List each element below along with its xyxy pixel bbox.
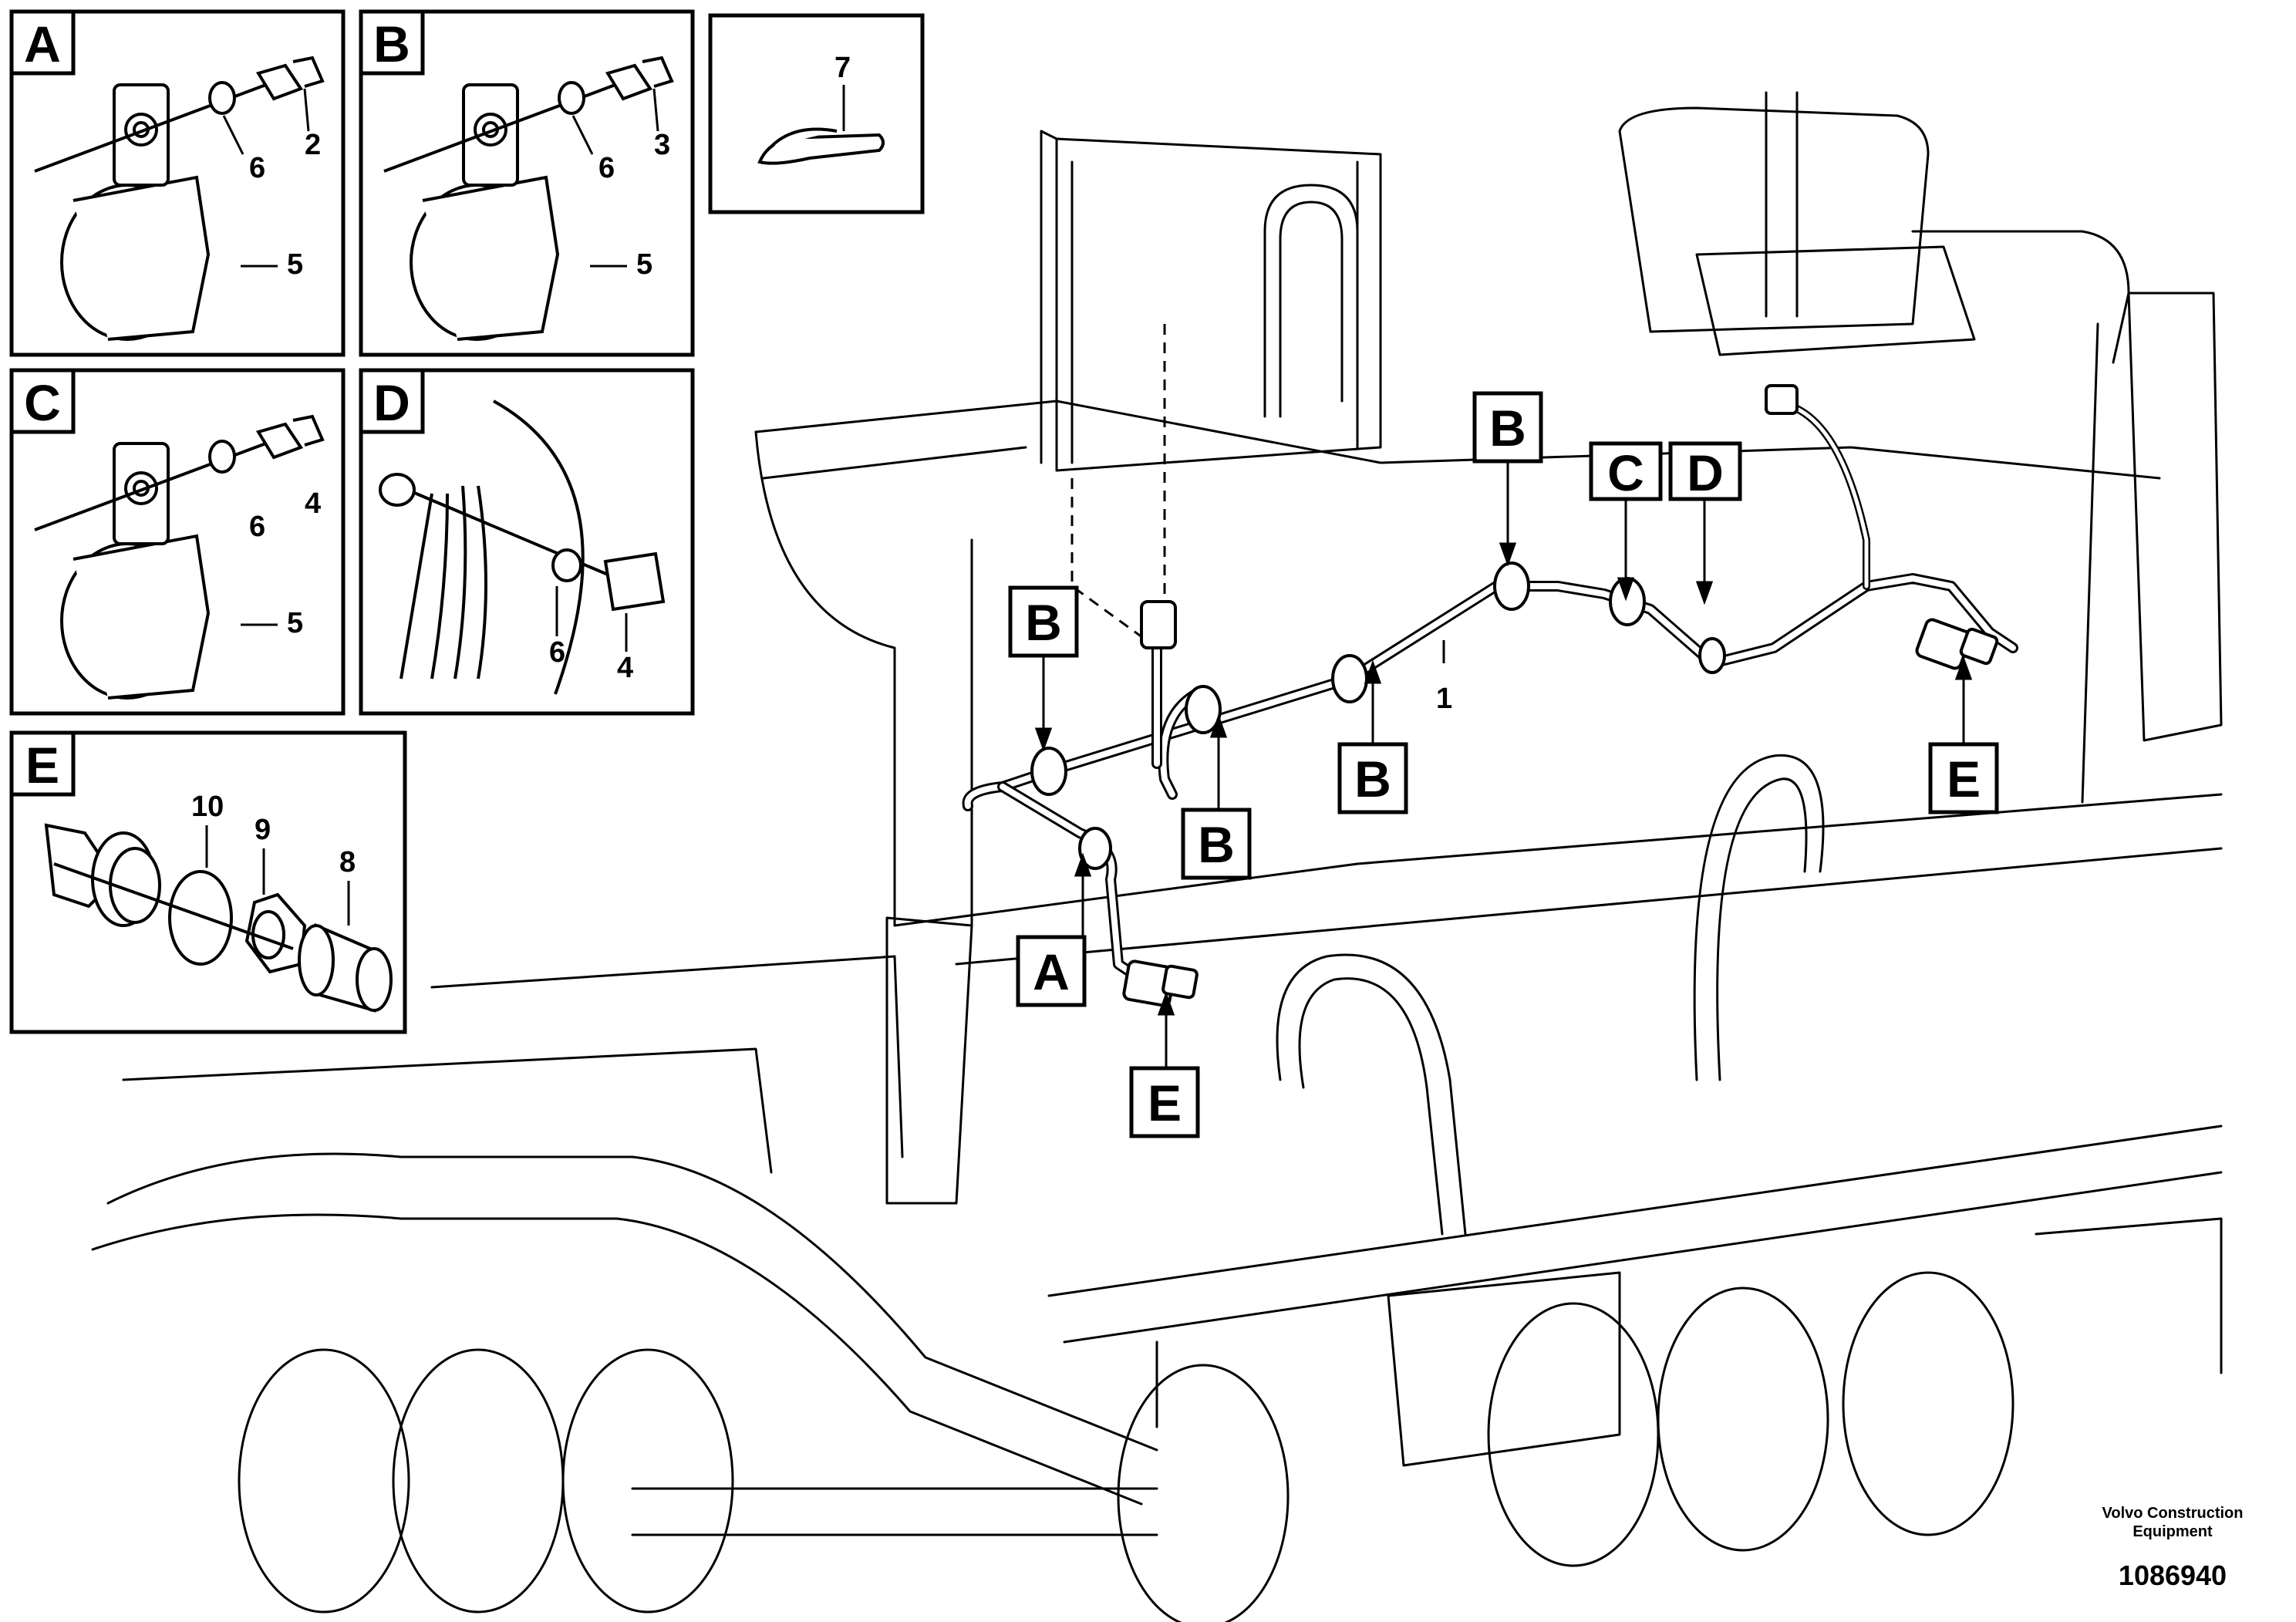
panel-e-number-8: 8 bbox=[339, 846, 356, 878]
callout-box-c bbox=[1589, 441, 1663, 501]
panel-b-number-6: 6 bbox=[598, 152, 615, 184]
panel-letter-c: C bbox=[24, 374, 61, 431]
hose-clamp-c-drawing bbox=[34, 414, 325, 700]
callout-arrows bbox=[1034, 461, 1973, 1068]
callout-letter-b-top: B bbox=[1489, 400, 1526, 457]
callout-letter-c: C bbox=[1607, 444, 1644, 501]
callout-box-b-left bbox=[1008, 585, 1079, 658]
panel-c-number-4: 4 bbox=[305, 487, 321, 520]
callout-box-d bbox=[1668, 441, 1742, 501]
callout-letter-b-center: B bbox=[1354, 750, 1391, 808]
panel-letter-e: E bbox=[25, 737, 59, 794]
callout-box-b-center bbox=[1337, 742, 1408, 814]
machine-drawing bbox=[91, 91, 2223, 1622]
cable-tie-number: 7 bbox=[834, 52, 851, 84]
detail-panel-a: A 2 6 5 bbox=[9, 9, 346, 357]
panel-d-number-4: 4 bbox=[617, 652, 633, 684]
harness-clamps bbox=[1030, 561, 1726, 870]
panel-c-number-6: 6 bbox=[249, 511, 265, 543]
panel-a-number-6: 6 bbox=[249, 152, 265, 184]
callout-boxes bbox=[1008, 391, 1999, 1138]
brand-line-1: Volvo Construction bbox=[2102, 1505, 2244, 1522]
harness-number: 1 bbox=[1436, 683, 1452, 715]
callout-letter-b-left: B bbox=[1025, 594, 1062, 651]
callout-letter-a: A bbox=[1033, 943, 1070, 1000]
drawing-number: 1086940 bbox=[2118, 1560, 2227, 1591]
panel-e-number-10: 10 bbox=[191, 791, 224, 823]
panel-b-number-3: 3 bbox=[654, 129, 670, 161]
ground-cable-drawing bbox=[379, 400, 666, 695]
cable-tie-drawing bbox=[757, 127, 885, 165]
callout-box-b-lower bbox=[1181, 808, 1252, 880]
panel-c-number-5: 5 bbox=[287, 607, 303, 639]
harness-connectors bbox=[1122, 384, 1999, 1007]
detail-panel-cable-tie: 7 bbox=[708, 13, 925, 214]
panel-letter-b: B bbox=[373, 15, 410, 73]
callout-letter-e-lower: E bbox=[1148, 1074, 1182, 1131]
callout-box-e-lower bbox=[1129, 1066, 1200, 1138]
panel-a-number-2: 2 bbox=[305, 129, 321, 161]
panel-letter-box-d bbox=[359, 368, 425, 434]
callout-letters: B C D B B E B A E bbox=[1025, 400, 1981, 1131]
callout-box-a bbox=[1016, 935, 1087, 1007]
panel-letter-a: A bbox=[24, 15, 61, 73]
brand-footer: Volvo Construction Equipment bbox=[2080, 1504, 2265, 1541]
callout-box-e-right bbox=[1928, 742, 1999, 814]
dashed-leaders bbox=[1070, 324, 1166, 649]
connector-e-drawing bbox=[44, 823, 393, 1013]
callout-letter-b-lower: B bbox=[1198, 816, 1235, 873]
callout-box-b-top bbox=[1472, 391, 1543, 464]
callout-letter-d: D bbox=[1687, 444, 1724, 501]
panel-d-number-6: 6 bbox=[549, 636, 565, 669]
panel-b-number-5: 5 bbox=[636, 248, 652, 281]
detail-panel-d: D 6 4 bbox=[359, 368, 695, 716]
panel-e-number-9: 9 bbox=[255, 814, 271, 846]
detail-panel-b: B 3 6 5 bbox=[359, 9, 695, 357]
panel-a-number-5: 5 bbox=[287, 248, 303, 281]
brand-line-2: Equipment bbox=[2132, 1523, 2213, 1540]
hose-clamp-b-drawing bbox=[383, 56, 674, 341]
panel-letter-box-c bbox=[9, 368, 76, 434]
hose-clamp-a-drawing bbox=[34, 56, 325, 341]
panel-letter-d: D bbox=[373, 374, 410, 431]
panel-letter-box-e bbox=[9, 730, 76, 797]
panel-letter-box-b bbox=[359, 9, 425, 76]
panel-letter-box-a bbox=[9, 9, 76, 76]
detail-panel-c: C 4 6 5 bbox=[9, 368, 346, 716]
detail-panel-e: E 10 9 8 bbox=[9, 730, 407, 1034]
callout-letter-e-right: E bbox=[1947, 750, 1981, 808]
